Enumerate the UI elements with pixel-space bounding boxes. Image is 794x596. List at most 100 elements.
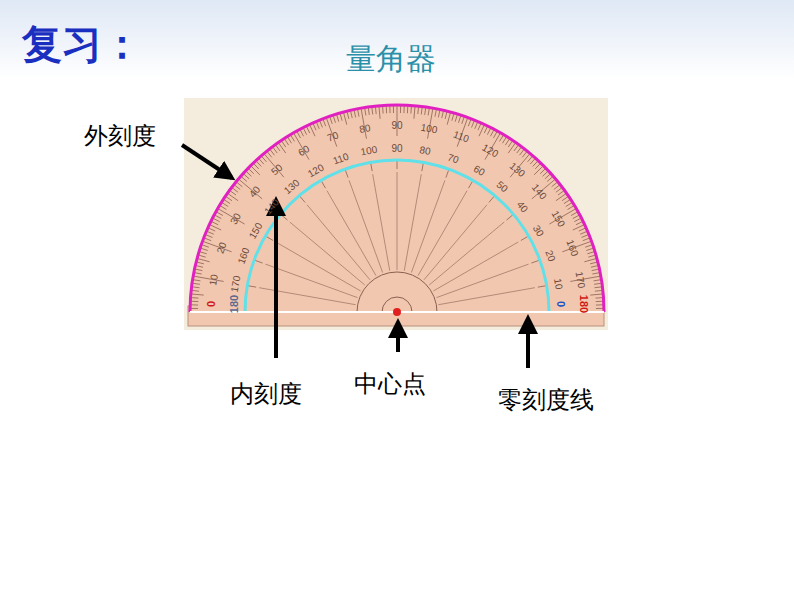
tick — [193, 286, 200, 288]
inner-scale-number: 90 — [391, 144, 402, 154]
tick — [556, 188, 562, 192]
center-arc — [357, 272, 437, 312]
radial-line — [436, 264, 528, 298]
tick — [596, 308, 603, 309]
tick — [452, 114, 454, 121]
inner-scale-number: 0 — [555, 301, 566, 307]
radial-line — [424, 205, 487, 280]
part-label: 内刻度 — [230, 382, 302, 406]
tick — [596, 301, 603, 302]
tick — [200, 252, 207, 254]
tick — [193, 283, 200, 285]
tick — [262, 157, 267, 162]
tick — [455, 115, 457, 122]
tick — [344, 113, 347, 125]
tick — [379, 107, 380, 119]
tick — [191, 304, 198, 305]
tick — [235, 185, 241, 189]
tick — [554, 185, 560, 189]
tick — [508, 141, 512, 147]
radial-line — [411, 180, 445, 272]
radial-line — [438, 288, 535, 305]
tick — [564, 200, 570, 204]
tick — [499, 135, 503, 141]
part-label: 外刻度 — [84, 124, 156, 148]
tick — [213, 218, 219, 221]
radial-line — [373, 174, 390, 271]
tick — [573, 225, 584, 230]
tick — [421, 108, 423, 115]
tick — [267, 152, 271, 157]
tick — [587, 252, 594, 254]
tick — [320, 121, 323, 127]
inner-scale-number: 180 — [229, 295, 240, 313]
radial-line — [276, 242, 361, 291]
tick — [414, 107, 415, 119]
tick — [543, 172, 548, 177]
tick — [279, 143, 286, 153]
tick — [351, 111, 353, 118]
tick — [520, 150, 524, 156]
scale-ticks — [191, 106, 603, 312]
tick — [582, 235, 588, 238]
tick — [201, 248, 208, 250]
tick — [249, 169, 254, 174]
tick — [475, 122, 478, 128]
tick — [202, 245, 209, 247]
tick — [317, 122, 320, 128]
tick — [209, 228, 215, 231]
tick — [242, 177, 247, 182]
tick — [192, 290, 199, 292]
tick — [382, 107, 383, 114]
leader-arrow — [396, 322, 400, 352]
tick — [528, 157, 533, 162]
tick — [196, 269, 203, 270]
tick — [386, 106, 387, 113]
outer-scale-arc — [190, 105, 604, 312]
tick — [505, 139, 509, 145]
outer-scale-number: 170 — [574, 271, 587, 289]
tick — [282, 141, 286, 147]
tick — [228, 194, 238, 201]
tick — [590, 262, 597, 264]
leader-arrow — [182, 145, 232, 178]
tick — [568, 206, 574, 210]
tick — [232, 188, 238, 192]
tick — [462, 117, 464, 124]
tick — [195, 273, 202, 274]
tick — [224, 200, 230, 204]
slide-title: 复习： — [22, 24, 142, 64]
tick — [254, 164, 259, 169]
tick — [192, 297, 199, 298]
inner-scale-arc — [245, 160, 549, 312]
tick — [595, 290, 602, 292]
tick — [540, 169, 545, 174]
tick — [205, 238, 212, 241]
tick — [403, 106, 404, 113]
part-label: 中心点 — [354, 372, 426, 396]
tick — [347, 112, 349, 119]
tick — [291, 135, 295, 141]
photo-ground — [184, 98, 608, 330]
header-band — [0, 0, 794, 80]
tick — [530, 159, 535, 164]
radial-line — [433, 242, 518, 291]
tick — [375, 107, 377, 114]
tick — [585, 245, 592, 247]
radial-line — [397, 172, 398, 270]
tick — [552, 182, 557, 186]
tick — [566, 203, 572, 207]
tick — [487, 128, 490, 134]
tick — [571, 212, 577, 215]
tick — [534, 166, 542, 174]
tick — [323, 120, 326, 127]
tick — [371, 108, 373, 115]
protractor-body — [190, 105, 604, 312]
tick — [533, 161, 538, 166]
tick — [407, 106, 408, 113]
tick — [594, 280, 601, 281]
tick — [365, 109, 366, 116]
tick — [472, 121, 475, 127]
tick — [300, 130, 303, 136]
